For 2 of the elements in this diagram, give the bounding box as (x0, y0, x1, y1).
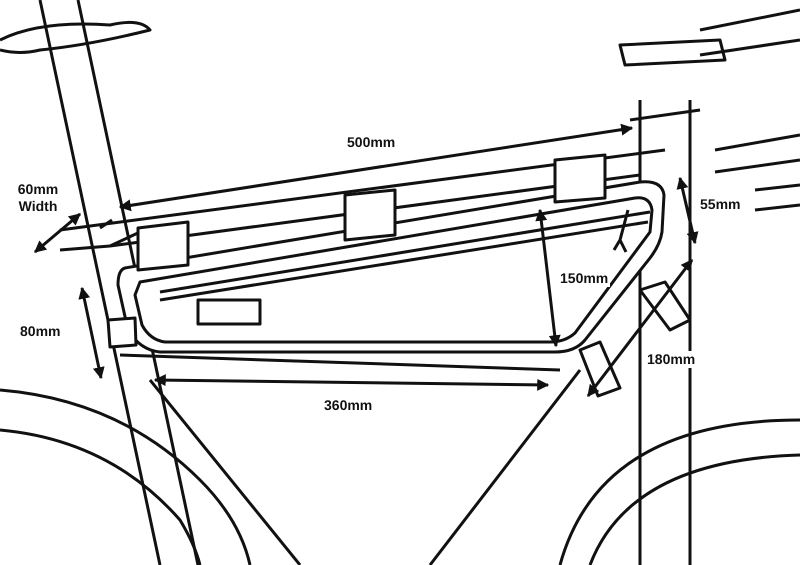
dimension-label: 150mm (558, 270, 610, 287)
dimension-label: 180mm (645, 351, 698, 368)
